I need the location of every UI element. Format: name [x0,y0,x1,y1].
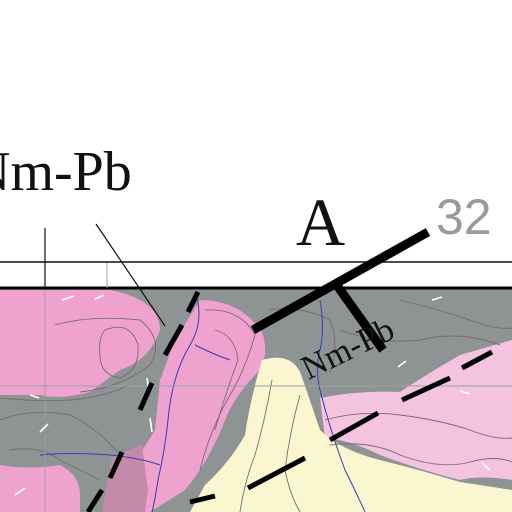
fault-segment [162,323,185,357]
white-dash [39,423,49,433]
contour-line [239,379,273,512]
contour-line [329,443,512,466]
contour-line [339,329,501,346]
contour-line [0,384,131,402]
fault-segment [185,290,201,314]
white-dash [481,462,491,471]
fault-line-dashed [85,290,494,512]
white-dash-symbols [14,294,491,496]
river [39,291,366,512]
contour-line [214,329,239,431]
fault-segment [137,381,155,412]
fault-segment [85,488,105,512]
contour-line [0,411,121,456]
section-letter: A [296,184,346,260]
map-border [0,261,512,290]
white-dash [29,394,40,399]
fault-segment [328,410,380,443]
white-dash [94,294,105,300]
grid-number: 32 [436,189,492,245]
white-dash [14,487,26,496]
fault-segment [107,450,125,480]
contour-line [99,326,139,379]
leader-line-diagonal [95,223,166,327]
fault-segment [246,455,307,491]
contour-line [199,309,256,471]
pink-unit-left [0,290,160,397]
unit-label-top: Nm-Pb [0,141,132,203]
white-dash [61,295,75,301]
white-dash [431,296,443,301]
fault-segment [400,375,452,403]
fault-segment [189,493,216,505]
fault-segment [460,349,494,371]
leader-lines [44,223,166,327]
white-dash [459,390,471,395]
pink-unit-left-lower [0,465,80,512]
section-tick [332,281,387,353]
mauve-unit [102,444,148,512]
contour-line [399,299,512,329]
cross-section-a [250,228,431,353]
white-dash [149,417,153,433]
map-units [0,288,512,512]
contour-lines [0,299,512,512]
white-dash [397,360,407,368]
pink-unit-center [120,300,266,512]
contour-line [324,412,512,439]
contour-line [9,448,101,481]
contour-line [54,317,157,393]
section-line [250,228,431,334]
